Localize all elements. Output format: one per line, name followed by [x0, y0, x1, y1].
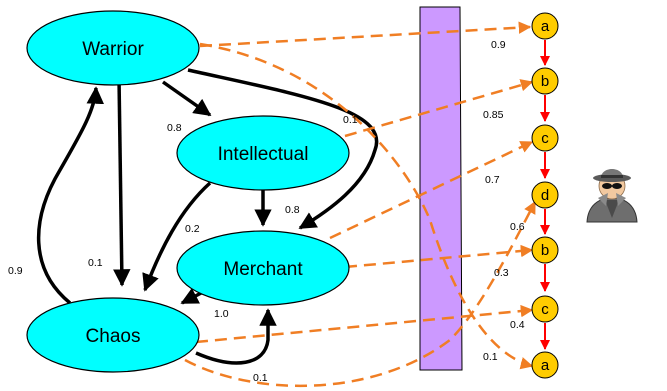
svg-text:c: c — [541, 130, 549, 147]
state-label-merchant: Merchant — [223, 259, 303, 280]
emission-chaos-d — [184, 200, 537, 388]
state-merchant: Merchant — [176, 230, 350, 306]
prob-intellectual-merchant: 0.8 — [285, 204, 300, 216]
emission-prob-2: 0.85 — [483, 109, 504, 121]
transition-intellectual-chaos — [142, 181, 212, 292]
emission-merchant-b — [344, 244, 534, 269]
observation-barrier — [419, 6, 463, 371]
svg-text:b: b — [541, 242, 549, 259]
emission-prob-6: 0.4 — [510, 319, 525, 331]
prob-warrior-merchant: 0.1 — [343, 114, 358, 126]
emission-prob-5: 0.3 — [494, 267, 509, 279]
emissions — [184, 21, 537, 388]
emission-prob-7: 0.1 — [483, 351, 498, 363]
prob-chaos-warrior: 0.9 — [8, 265, 23, 277]
state-chaos: Chaos — [26, 297, 200, 373]
transition-chaos-warrior — [36, 86, 105, 305]
state-label-chaos: Chaos — [86, 326, 141, 347]
svg-text:b: b — [541, 73, 549, 90]
svg-text:a: a — [541, 357, 550, 374]
emission-prob-4: 0.6 — [510, 221, 525, 233]
transition-warrior-chaos — [113, 77, 131, 287]
svg-text:a: a — [541, 18, 550, 35]
observation-b-1: b — [531, 67, 559, 95]
spy-icon — [586, 169, 638, 223]
observation-c-1: c — [531, 124, 559, 152]
transition-chaos-merchant — [195, 308, 277, 365]
transition-warrior-merchant — [187, 68, 379, 230]
emission-warrior-a2 — [199, 42, 534, 370]
prob-chaos-merchant: 0.1 — [253, 372, 268, 384]
emission-chaos-c — [195, 304, 534, 344]
prob-warrior-intellectual: 0.8 — [167, 122, 182, 134]
state-label-intellectual: Intellectual — [218, 144, 309, 165]
prob-merchant-chaos: 1.0 — [214, 308, 229, 320]
emission-prob-3: 0.7 — [485, 174, 500, 186]
prob-warrior-chaos: 0.1 — [88, 257, 103, 269]
observation-b-2: b — [531, 236, 559, 264]
svg-text:d: d — [541, 187, 549, 204]
emission-intellectual-b — [344, 79, 534, 138]
emission-prob-1: 0.9 — [491, 39, 506, 51]
transition-warrior-intellectual — [161, 80, 212, 117]
svg-text:c: c — [541, 301, 549, 318]
emission-warrior-a — [199, 21, 532, 48]
observation-a-1: a — [531, 12, 559, 40]
observation-c-2: c — [531, 295, 559, 323]
prob-intellectual-chaos: 0.2 — [185, 223, 200, 235]
observation-d: d — [531, 181, 559, 209]
observation-a-2: a — [531, 351, 559, 379]
state-label-warrior: Warrior — [82, 39, 144, 60]
state-intellectual: Intellectual — [176, 115, 350, 191]
state-warrior: Warrior — [26, 10, 200, 86]
